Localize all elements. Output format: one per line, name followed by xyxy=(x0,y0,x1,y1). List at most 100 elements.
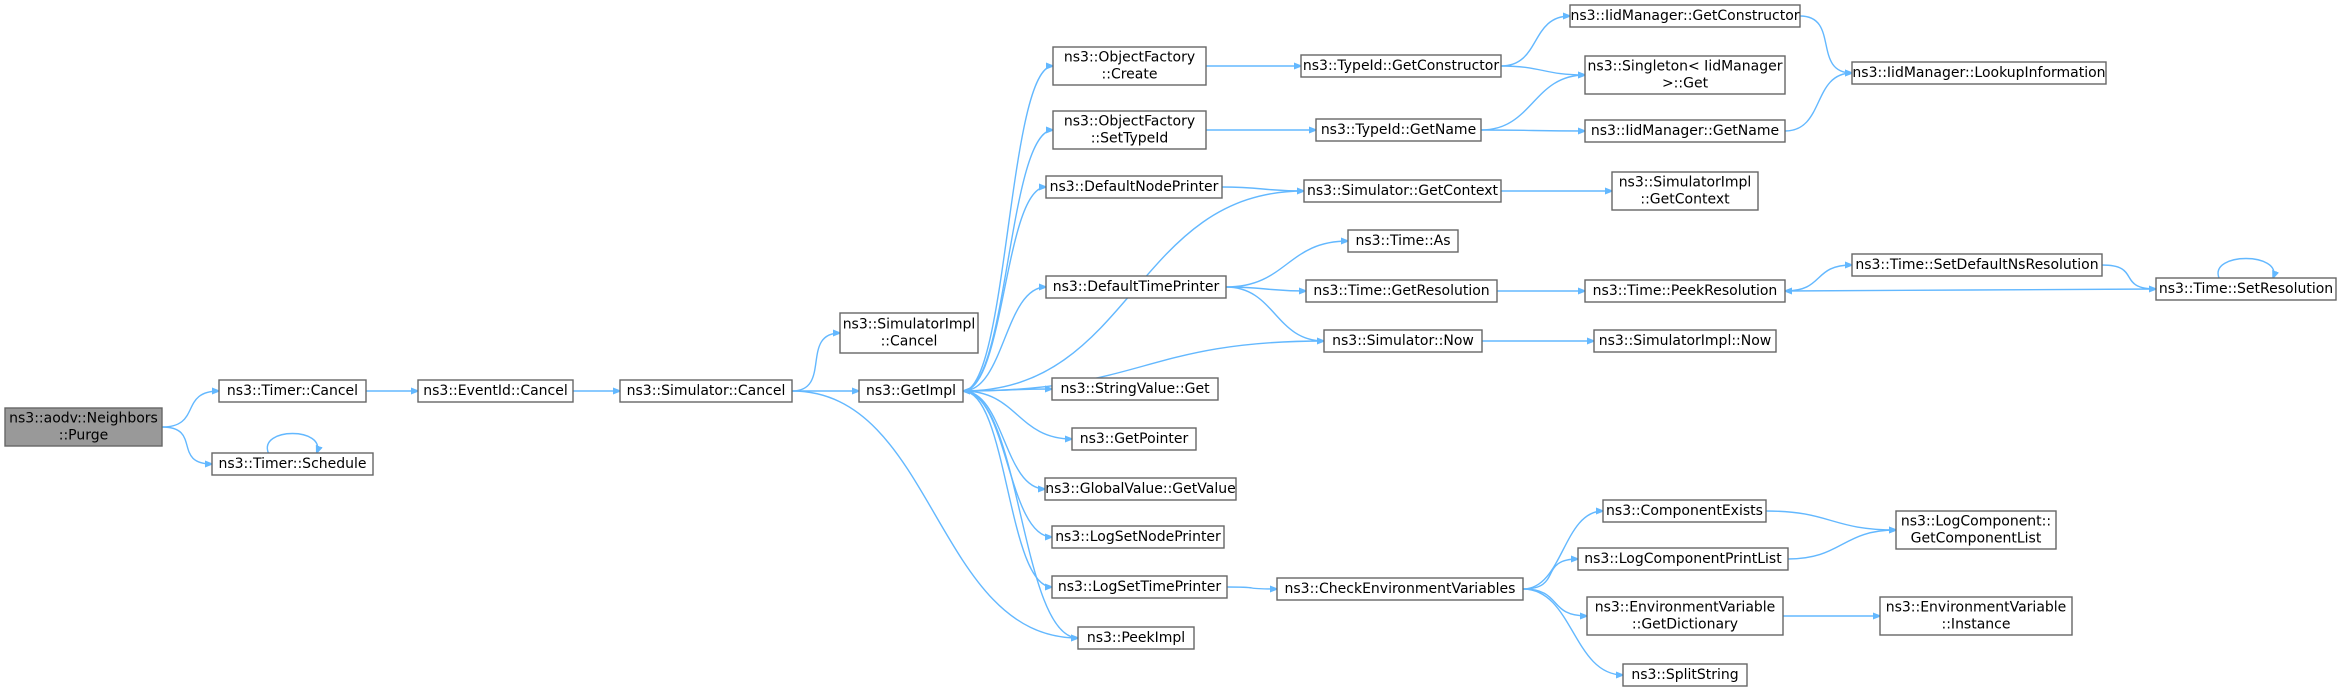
call-edge-typeid_getconstructor-to-singleton_get xyxy=(1500,65,1585,75)
node-label-line: ns3::LogSetNodePrinter xyxy=(1055,529,1221,545)
node-peekimpl[interactable]: ns3::PeekImpl xyxy=(1077,626,1195,650)
call-edge-sim_cancel-to-simimpl_cancel xyxy=(791,333,840,392)
node-splitstring[interactable]: ns3::SplitString xyxy=(1622,663,1748,687)
node-simimpl_cancel[interactable]: ns3::SimulatorImpl::Cancel xyxy=(839,312,979,354)
call-edge-defnodeprinter-to-sim_getcontext xyxy=(1221,186,1304,191)
node-box xyxy=(1851,253,2103,277)
call-edge-logsettimeprinter-to-checkenv xyxy=(1226,587,1277,589)
node-box xyxy=(1044,477,1237,501)
node-box xyxy=(1300,54,1502,78)
call-edge-purge-to-timer_cancel xyxy=(161,391,219,428)
node-defnodeprinter[interactable]: ns3::DefaultNodePrinter xyxy=(1045,175,1223,199)
node-logsettimeprinter[interactable]: ns3::LogSetTimePrinter xyxy=(1051,575,1228,599)
node-label-line: ns3::PeekImpl xyxy=(1087,630,1185,646)
node-label-line: ::SetTypeId xyxy=(1091,131,1169,147)
node-label-line: ns3::StringValue::Get xyxy=(1060,381,1210,397)
call-edge-timer_schedule-to-timer_schedule xyxy=(266,432,317,454)
node-label-line: ::Cancel xyxy=(881,334,938,350)
node-time_setresolution[interactable]: ns3::Time::SetResolution xyxy=(2155,277,2337,301)
node-label-line: ::Purge xyxy=(59,428,109,444)
node-label-line: ns3::IidManager::GetConstructor xyxy=(1570,8,1799,24)
node-logcomponent_getcomponentlist[interactable]: ns3::LogComponent::GetComponentList xyxy=(1895,510,2057,550)
node-sim_cancel[interactable]: ns3::Simulator::Cancel xyxy=(619,379,793,403)
call-edge-getimpl-to-getpointer xyxy=(962,390,1072,439)
node-logsetnodeprinter[interactable]: ns3::LogSetNodePrinter xyxy=(1051,525,1225,549)
node-iid_lookupinformation[interactable]: ns3::IidManager::LookupInformation xyxy=(1851,61,2107,85)
node-deftimeprinter[interactable]: ns3::DefaultTimePrinter xyxy=(1045,275,1227,299)
node-box xyxy=(1051,575,1228,599)
node-iid_getname[interactable]: ns3::IidManager::GetName xyxy=(1584,119,1786,143)
node-box xyxy=(1584,55,1786,95)
node-box xyxy=(4,407,163,447)
node-box xyxy=(1276,577,1524,601)
node-checkenv[interactable]: ns3::CheckEnvironmentVariables xyxy=(1276,577,1524,601)
node-box xyxy=(619,379,793,403)
node-label-line: ::Instance xyxy=(1942,617,2011,633)
node-gv_getvalue[interactable]: ns3::GlobalValue::GetValue xyxy=(1044,477,1237,501)
node-of_create[interactable]: ns3::ObjectFactory::Create xyxy=(1052,46,1207,86)
node-eventid_cancel[interactable]: ns3::EventId::Cancel xyxy=(417,379,574,403)
node-of_settypeid[interactable]: ns3::ObjectFactory::SetTypeId xyxy=(1052,110,1207,150)
node-label-line: ns3::TypeId::GetName xyxy=(1321,122,1476,138)
node-label-line: ns3::SimulatorImpl xyxy=(843,317,976,333)
node-box xyxy=(1071,427,1197,451)
call-edge-checkenv-to-componentexists xyxy=(1522,511,1603,590)
node-getimpl[interactable]: ns3::GetImpl xyxy=(858,379,964,403)
node-box xyxy=(1569,4,1801,28)
call-edge-checkenv-to-envvar_getdictionary xyxy=(1522,588,1587,616)
node-box xyxy=(1851,61,2107,85)
call-edge-time_setresolution-to-time_setresolution xyxy=(2217,257,2274,279)
node-label-line: ns3::IidManager::GetName xyxy=(1591,123,1779,139)
node-box xyxy=(1323,329,1483,353)
node-time_getresolution[interactable]: ns3::Time::GetResolution xyxy=(1305,279,1498,303)
node-sim_getcontext[interactable]: ns3::Simulator::GetContext xyxy=(1303,179,1502,203)
node-envvar_getdictionary[interactable]: ns3::EnvironmentVariable::GetDictionary xyxy=(1586,596,1784,636)
node-box xyxy=(1051,525,1225,549)
node-time_as[interactable]: ns3::Time::As xyxy=(1347,229,1459,253)
node-logcomponentprintlist[interactable]: ns3::LogComponentPrintList xyxy=(1577,547,1789,571)
node-box xyxy=(1052,46,1207,86)
node-label-line: ns3::ComponentExists xyxy=(1606,503,1763,519)
call-edge-getimpl-to-deftimeprinter xyxy=(962,287,1046,392)
node-simimpl_now[interactable]: ns3::SimulatorImpl::Now xyxy=(1593,329,1777,353)
node-typeid_getname[interactable]: ns3::TypeId::GetName xyxy=(1315,118,1482,142)
node-box xyxy=(1622,663,1748,687)
node-label-line: ns3::Simulator::Now xyxy=(1332,333,1474,349)
node-label-line: ::GetDictionary xyxy=(1632,617,1738,633)
node-singleton_get[interactable]: ns3::Singleton< IidManager>::Get xyxy=(1584,55,1786,95)
node-componentexists[interactable]: ns3::ComponentExists xyxy=(1602,499,1767,523)
node-time_peekresolution[interactable]: ns3::Time::PeekResolution xyxy=(1584,279,1786,303)
node-label-line: ns3::Time::SetResolution xyxy=(2159,281,2333,297)
node-iid_getconstructor[interactable]: ns3::IidManager::GetConstructor xyxy=(1569,4,1801,28)
node-purge[interactable]: ns3::aodv::Neighbors::Purge xyxy=(4,407,163,447)
node-box xyxy=(858,379,964,403)
node-label-line: ns3::Time::As xyxy=(1355,233,1450,249)
node-box xyxy=(839,312,979,354)
node-timer_cancel[interactable]: ns3::Timer::Cancel xyxy=(218,379,367,403)
node-getpointer[interactable]: ns3::GetPointer xyxy=(1071,427,1197,451)
node-box xyxy=(2155,277,2337,301)
node-box xyxy=(1315,118,1482,142)
node-label-line: ns3::Singleton< IidManager xyxy=(1588,59,1783,75)
node-box xyxy=(1593,329,1777,353)
call-edge-getimpl-to-of_create xyxy=(962,66,1053,392)
node-label-line: ns3::Simulator::Cancel xyxy=(627,383,786,399)
node-label-line: ns3::GlobalValue::GetValue xyxy=(1045,481,1235,497)
node-sim_now[interactable]: ns3::Simulator::Now xyxy=(1323,329,1483,353)
node-label-line: ns3::SimulatorImpl::Now xyxy=(1599,333,1772,349)
node-stringvalue_get[interactable]: ns3::StringValue::Get xyxy=(1051,377,1219,401)
node-label-line: ns3::TypeId::GetConstructor xyxy=(1303,58,1499,74)
node-simimpl_getcontext[interactable]: ns3::SimulatorImpl::GetContext xyxy=(1611,171,1759,211)
node-label-line: ns3::LogComponent:: xyxy=(1901,514,2051,530)
node-label-line: ns3::ObjectFactory xyxy=(1064,50,1195,66)
node-box xyxy=(1051,377,1219,401)
node-label-line: ns3::EnvironmentVariable xyxy=(1886,600,2067,616)
node-time_setdefaultnsresolution[interactable]: ns3::Time::SetDefaultNsResolution xyxy=(1851,253,2103,277)
node-envvar_instance[interactable]: ns3::EnvironmentVariable::Instance xyxy=(1879,596,2073,636)
node-box xyxy=(1895,510,2057,550)
node-label-line: ns3::Time::GetResolution xyxy=(1313,283,1489,299)
node-timer_schedule[interactable]: ns3::Timer::Schedule xyxy=(211,452,374,476)
node-typeid_getconstructor[interactable]: ns3::TypeId::GetConstructor xyxy=(1300,54,1502,78)
node-box xyxy=(1077,626,1195,650)
